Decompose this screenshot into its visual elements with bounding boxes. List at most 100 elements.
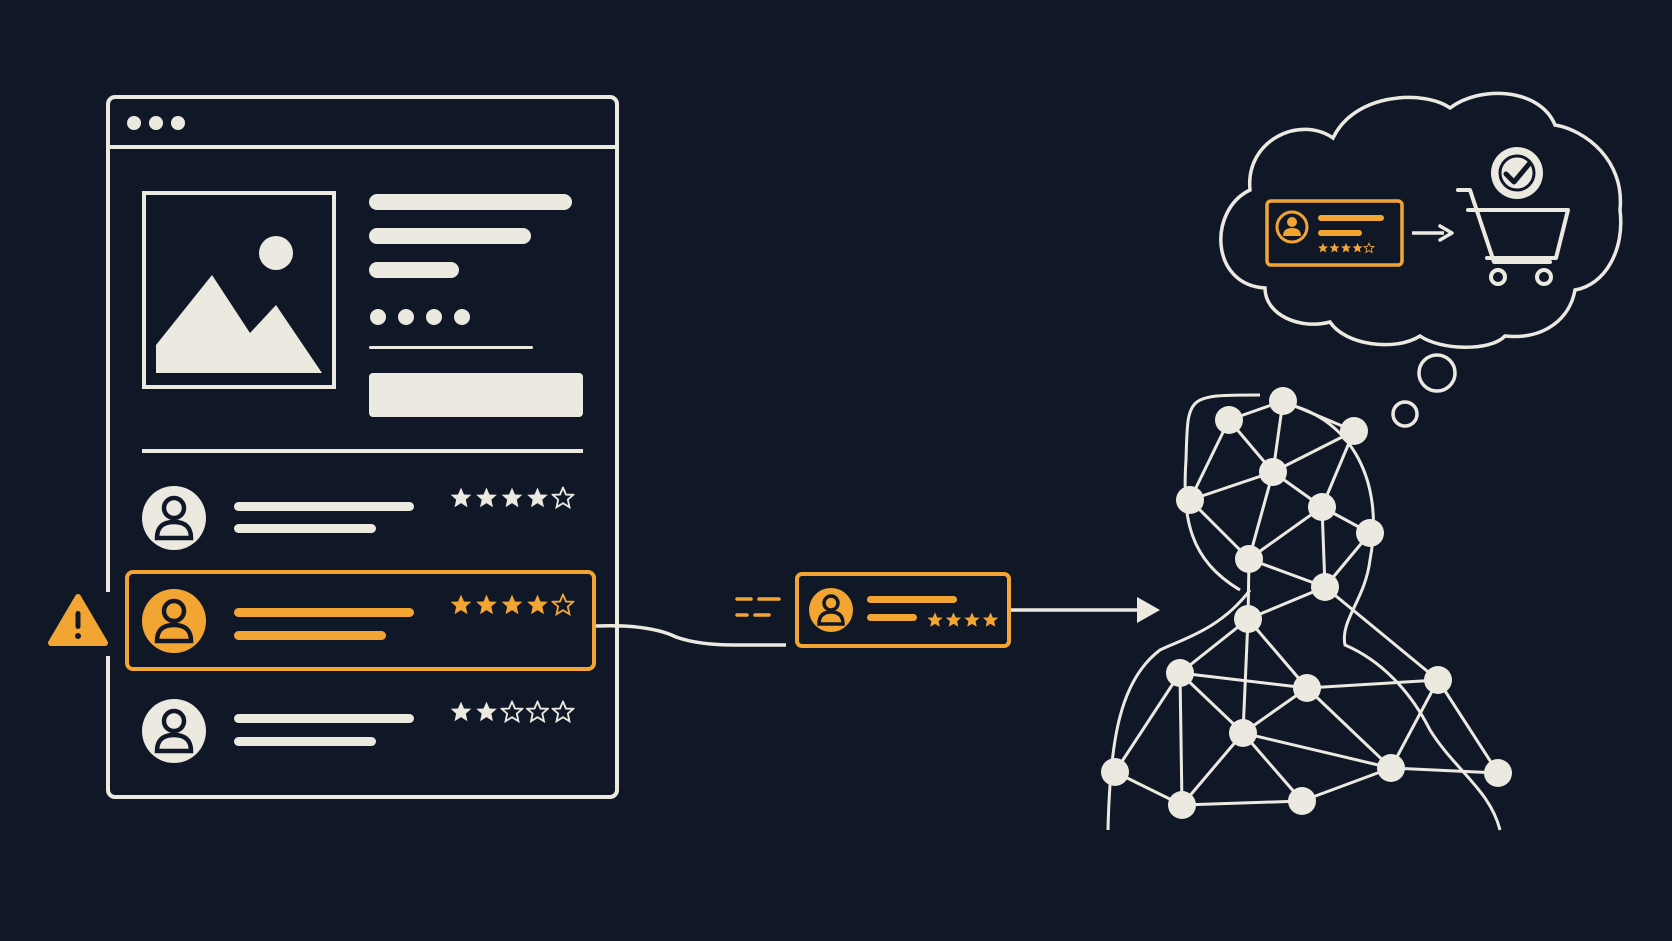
gallery-dot: [426, 309, 442, 325]
network-node: [1215, 406, 1243, 434]
avatar-head: [161, 708, 187, 734]
review-list: [125, 486, 596, 763]
network-nodes: [1101, 387, 1512, 819]
network-edge: [1247, 471, 1275, 560]
cart-wheel: [1535, 268, 1553, 286]
star-filled-icon: [450, 701, 472, 722]
review-text-line: [234, 631, 386, 640]
product-price-line: [369, 262, 459, 278]
star-filled-icon: [450, 594, 472, 615]
window-dot: [149, 116, 163, 130]
cloud-outline: [1219, 91, 1623, 349]
network-edge: [1305, 686, 1393, 770]
network-edge: [1178, 671, 1245, 735]
network-edge: [1241, 732, 1304, 802]
warning-triangle-icon: [48, 594, 108, 646]
frame-gap: [100, 592, 116, 656]
star-filled-icon: [476, 701, 497, 722]
star-empty-icon: [551, 700, 575, 723]
card-text-line: [867, 614, 917, 621]
avatar-body: [817, 610, 845, 626]
add-to-cart-button[interactable]: [369, 373, 583, 417]
star-empty-icon: [551, 486, 575, 509]
network-edge: [1301, 766, 1392, 803]
star-empty-icon: [500, 700, 524, 723]
avatar-body: [154, 622, 194, 644]
user-avatar-icon: [1275, 210, 1309, 244]
star-filled-icon: [501, 594, 523, 615]
product-divider-short: [369, 346, 533, 349]
star-filled-icon: [527, 594, 548, 615]
network-edge: [1242, 731, 1392, 770]
warning-dot: [75, 633, 81, 639]
card-text-line: [867, 596, 957, 603]
mountain-icon: [156, 275, 322, 373]
gallery-dot: [398, 309, 414, 325]
network-node: [1269, 387, 1297, 415]
motion-dashes: [735, 597, 781, 617]
star-filled-icon: [945, 612, 962, 627]
flagged-review-highlight: [125, 570, 596, 671]
network-node: [1293, 674, 1321, 702]
star-filled-icon: [450, 487, 472, 508]
star-filled-icon: [501, 487, 523, 508]
network-edge: [1113, 672, 1182, 773]
warning-mark: [75, 611, 81, 629]
network-node: [1176, 486, 1204, 514]
network-edge: [1324, 585, 1439, 682]
network-node: [1377, 754, 1405, 782]
review-text-line: [234, 608, 414, 617]
star-rating: [1318, 242, 1375, 253]
window-dot: [127, 116, 141, 130]
arrow-head: [1137, 597, 1160, 623]
network-edge: [1180, 732, 1245, 806]
window-dot: [171, 116, 185, 130]
cart-body: [1456, 188, 1552, 264]
star-filled-icon: [1352, 243, 1363, 253]
window-dots: [127, 116, 185, 130]
network-edge: [1181, 799, 1303, 807]
network-edge: [1389, 679, 1440, 769]
extracted-review-card: [795, 572, 1011, 648]
image-frame: [142, 191, 336, 389]
arrow-head: [1438, 224, 1454, 242]
card-text-line: [1318, 215, 1384, 221]
shopping-cart-icon: [1456, 188, 1570, 286]
review-text-line: [234, 524, 376, 533]
network-node: [1166, 659, 1194, 687]
star-rating: [450, 593, 575, 616]
network-node: [1356, 519, 1384, 547]
network-node: [1308, 493, 1336, 521]
avatar-body: [1283, 228, 1301, 236]
star-rating: [927, 612, 999, 627]
card-text-line: [1318, 230, 1362, 236]
avatar-head: [1287, 217, 1297, 227]
network-edge: [1188, 419, 1231, 501]
star-filled-icon: [527, 487, 548, 508]
network-edge: [1178, 672, 1184, 806]
network-edge: [1306, 678, 1439, 690]
review-text-line: [234, 737, 376, 746]
card-border: [795, 572, 1011, 648]
thought-trail-circle: [1391, 400, 1419, 428]
network-node: [1229, 719, 1257, 747]
star-empty-icon: [1363, 242, 1375, 253]
star-rating: [450, 486, 575, 509]
review-text-line: [234, 714, 414, 723]
connector-line: [595, 624, 786, 647]
cart-wheel: [1489, 268, 1507, 286]
network-edge: [1241, 618, 1250, 734]
cart-basket: [1466, 208, 1570, 260]
network-node: [1168, 791, 1196, 819]
network-edge: [1246, 618, 1309, 689]
check-mark: [1503, 161, 1532, 185]
network-edge: [1390, 766, 1499, 775]
neural-network-head-icon: [1101, 387, 1512, 831]
thought-trail-circle: [1417, 353, 1457, 393]
star-filled-icon: [1318, 243, 1328, 253]
review-row: [142, 699, 575, 763]
gallery-dot: [370, 309, 386, 325]
gallery-dot: [454, 309, 470, 325]
approved-review-card: [1265, 199, 1404, 267]
